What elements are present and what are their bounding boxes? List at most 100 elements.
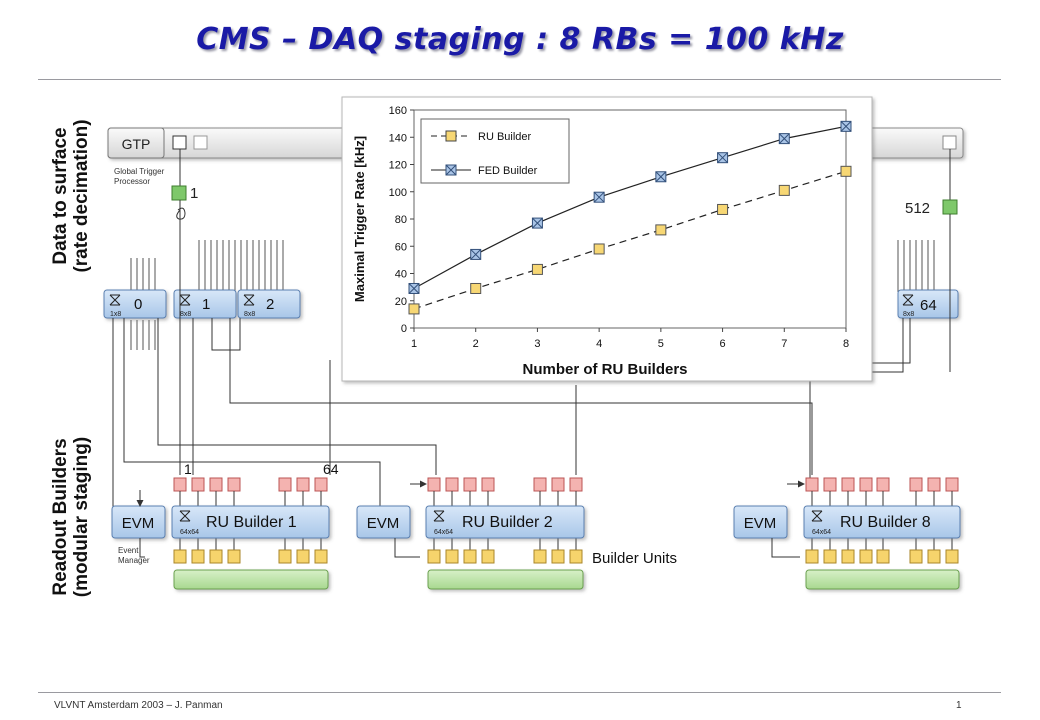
gtp-desc-line2: Processor [114, 177, 150, 186]
evm2-feedback [394, 538, 420, 558]
ru-units-top-1 [173, 477, 328, 492]
y-tick-label: 160 [389, 105, 407, 117]
ru-unit-links-2 [433, 491, 577, 550]
fed-builders: 0 1x8 1 8x8 2 8x8 64 8x8 [103, 289, 959, 319]
ru-builder-1-name: RU Builder 1 [206, 514, 297, 531]
ru-units-top-2 [427, 477, 583, 492]
fed-last-label: 512 [905, 200, 930, 217]
switch-icon [179, 294, 191, 306]
data-point-cross [840, 120, 852, 132]
data-point-0 [840, 165, 852, 177]
fed-builder-64: 64 8x8 [897, 289, 959, 319]
data-point-0 [717, 203, 729, 215]
data-point-0 [593, 243, 605, 255]
gtp-desc-line1: Global Trigger [114, 167, 165, 176]
event-manager-line1: Event [118, 546, 139, 555]
switch-icon [109, 294, 121, 306]
page-title: CMS – DAQ staging : 8 RBs = 100 kHz [196, 22, 844, 57]
ru-builder-8-box [803, 505, 961, 539]
data-point-0 [408, 303, 420, 315]
route-fb0-bus [123, 318, 300, 463]
route-fb1-fb2 [211, 318, 241, 351]
builder-units-8 [805, 549, 959, 564]
filter-farm-2 [427, 569, 584, 590]
y-tick-label: 0 [401, 323, 407, 335]
fed-first-label: 1 [190, 185, 198, 202]
builder-units-2 [427, 549, 583, 564]
fed-builder-0-box [103, 289, 167, 319]
ru-builder-1-size: 64x64 [180, 529, 199, 536]
trigger-slot-last [942, 135, 957, 150]
y-tick-label: 80 [395, 214, 407, 226]
title-divider [38, 79, 1001, 80]
x-tick-label: 8 [843, 338, 849, 350]
fed-builder-0: 0 1x8 [103, 289, 167, 319]
fed-builder-2-size: 8x8 [244, 311, 255, 318]
data-point-cross [655, 171, 667, 183]
ru-builder-group-1: 1 64 EVM Event Manager RU Builder 1 64x6… [111, 461, 339, 590]
data-point-cross [593, 191, 605, 203]
legend-marker-fed-cross [445, 164, 457, 176]
switch-icon [902, 294, 914, 306]
x-tick-label: 5 [658, 338, 664, 350]
data-point-0 [655, 224, 667, 236]
footer-page-number: 1 [956, 700, 962, 711]
evm-label-8: EVM [744, 515, 777, 532]
gtp-label: GTP [122, 136, 151, 152]
chart-x-axis-label: Number of RU Builders [522, 361, 687, 378]
x-tick-label: 3 [534, 338, 540, 350]
x-tick-label: 6 [720, 338, 726, 350]
footer-left: VLVNT Amsterdam 2003 – J. Panman [54, 700, 223, 711]
legend-label-fed: FED Builder [478, 165, 538, 177]
chart-series [408, 120, 852, 315]
data-point-cross [532, 217, 543, 229]
fed-builder-0-size: 1x8 [110, 311, 121, 318]
ru-units-top-8 [805, 477, 959, 492]
event-manager-line2: Manager [118, 556, 150, 565]
ru-builder-group-8: EVM RU Builder 8 64x64 [733, 477, 961, 590]
y-tick-label: 100 [389, 187, 407, 199]
y-tick-label: 40 [395, 269, 407, 281]
data-point-0 [470, 282, 482, 294]
ru-builder-2-name: RU Builder 2 [462, 514, 553, 531]
fed-builder-1-box [173, 289, 237, 319]
filter-farm-1 [173, 569, 329, 590]
switch-icon [433, 510, 445, 522]
legend-marker-ru [445, 130, 457, 142]
route-rb2 [157, 318, 437, 475]
fed-inputs: 1 512 [130, 149, 958, 350]
ru-builder-8-name: RU Builder 8 [840, 514, 931, 531]
fed-node-last [942, 199, 958, 215]
evm-label-1: EVM [122, 515, 155, 532]
route-rb8 [229, 318, 813, 475]
data-point-cross [717, 152, 728, 164]
y-tick-label: 20 [395, 296, 407, 308]
evm-label-2: EVM [367, 515, 400, 532]
ru-unit-links-8 [811, 491, 953, 550]
switch-icon [179, 510, 191, 522]
fed-builder-64-box [897, 289, 959, 319]
y-tick-label: 60 [395, 241, 407, 253]
ru-builder-group-2: EVM RU Builder 2 64x64 Builder Units [356, 477, 677, 590]
fed-builder-2-id: 2 [266, 296, 274, 313]
builder-units-1 [173, 549, 328, 564]
switch-icon [243, 294, 255, 306]
x-tick-label: 1 [411, 338, 417, 350]
chart-y-axis-label: Maximal Trigger Rate [kHz] [352, 136, 367, 302]
fed-builder-2: 2 8x8 [237, 289, 301, 319]
fed-builder-64-id: 64 [920, 297, 937, 314]
series-line-0 [413, 170, 847, 310]
y-tick-label: 140 [389, 132, 407, 144]
y-tick-label: 120 [389, 160, 407, 172]
x-tick-label: 2 [473, 338, 479, 350]
fed-node-first [171, 185, 187, 201]
series-line-1 [413, 125, 847, 290]
fed-builder-1: 1 8x8 [173, 289, 237, 319]
switch-icon [811, 510, 823, 522]
evm8-feedback [771, 538, 800, 558]
builder-units-label: Builder Units [592, 550, 677, 567]
ru-builder-8-size: 64x64 [812, 529, 831, 536]
